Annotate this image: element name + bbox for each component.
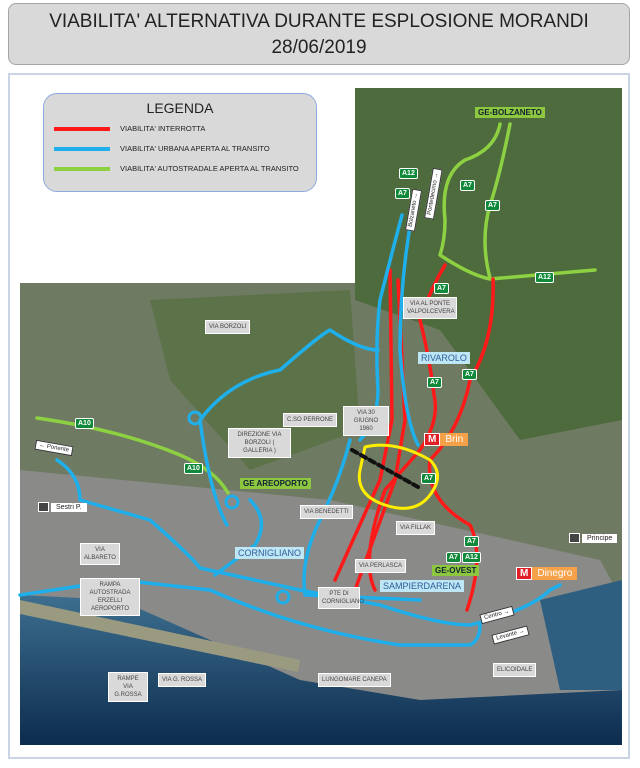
legend-swatch xyxy=(54,166,110,171)
airport-runway xyxy=(20,600,300,672)
metro-station-name: Dinegro xyxy=(532,567,578,580)
label-via-30-giugno: VIA 30 GIUGNO 1960 xyxy=(343,406,389,436)
title-line: VIABILITA' ALTERNATIVA DURANTE ESPLOSION… xyxy=(49,11,589,32)
arrow-right-icon: → xyxy=(516,628,526,637)
urban-route-borzoli xyxy=(198,328,380,527)
label-via-benedetti: VIA BENEDETTI xyxy=(300,505,353,519)
a12-shield: A12 xyxy=(462,552,481,563)
a7-shield: A7 xyxy=(460,180,475,191)
legend-item-urbana: VIABILITA' URBANA APERTA AL TRANSITO xyxy=(54,144,270,153)
legend-label: VIABILITA' INTERROTTA xyxy=(120,124,206,133)
label-cso-perrone: C.SO PERRONE xyxy=(283,413,338,427)
label-rampa-erzelli: RAMPA AUTOSTRADA ERZELLI AEROPORTO xyxy=(80,578,140,616)
explosion-zone-highlight xyxy=(357,443,439,510)
label-lungomare-canepa: LUNGOMARE CANEPA xyxy=(318,673,391,687)
area-cornigliano: CORNIGLIANO xyxy=(235,547,305,559)
roundabout-cornigliano xyxy=(275,589,291,605)
a12-shield: A12 xyxy=(399,168,418,179)
a7-shield: A7 xyxy=(421,473,436,484)
label-pte-cornigliano: PTE DI CORNIGLIANO xyxy=(318,587,364,609)
morandi-bridge-marker xyxy=(350,448,420,489)
urban-route-benedetti xyxy=(302,438,422,602)
exit-ge-bolzaneto: GE-BOLZANETO xyxy=(475,107,545,118)
sea-area-east xyxy=(540,580,622,690)
metro-icon: M xyxy=(424,433,441,446)
station-name: Sestri P. xyxy=(51,502,87,512)
label-elicoidale: ELICOIDALE xyxy=(493,663,537,677)
a7-shield: A7 xyxy=(446,552,461,563)
label-via-albareto: VIA ALBARETO xyxy=(80,543,120,565)
exit-ge-aeroporto: GE AREOPORTO xyxy=(240,478,311,489)
metro-icon: M xyxy=(516,567,533,580)
station-name: Principe xyxy=(582,533,618,543)
a7-shield: A7 xyxy=(462,369,477,380)
legend-swatch xyxy=(54,126,110,131)
a7-shield: A7 xyxy=(395,188,410,199)
station-sestri: Sestri P. xyxy=(38,502,87,512)
legend-label: VIABILITA' URBANA APERTA AL TRANSITO xyxy=(120,144,270,153)
metro-station-name: Brin xyxy=(440,433,469,446)
urban-route-lower xyxy=(18,578,482,647)
urban-route-cornigliano xyxy=(213,498,264,577)
area-rivarolo: RIVAROLO xyxy=(418,352,470,364)
roundabout-aeroporto xyxy=(224,494,240,510)
arrow-up-icon: → xyxy=(432,172,440,181)
roundabout-borzoli xyxy=(187,410,203,426)
label-rampe-grossa: RAMPE VIA G.ROSSA xyxy=(108,672,148,702)
a7-shield: A7 xyxy=(434,283,449,294)
urban-route-valpolcevera-2 xyxy=(398,213,420,447)
label-via-grossa: VIA G. ROSSA xyxy=(158,673,207,687)
map-frame xyxy=(8,73,630,759)
arrow-right-icon: → xyxy=(501,608,511,617)
a7-shield: A7 xyxy=(485,200,500,211)
label-via-fillak: VIA FILLAK xyxy=(396,521,436,535)
label-via-perlasca: VIA PERLASCA xyxy=(355,559,407,573)
a10-shield: A10 xyxy=(75,418,94,429)
closed-road-1 xyxy=(333,268,394,582)
legend-item-autostradale: VIABILITA' AUTOSTRADALE APERTA AL TRANSI… xyxy=(54,164,299,173)
train-icon xyxy=(569,533,580,543)
arrow-up-icon: → xyxy=(412,192,420,202)
train-icon xyxy=(38,502,49,512)
title-date: 28/06/2019 xyxy=(271,37,367,58)
exit-ge-ovest: GE-OVEST xyxy=(432,565,480,576)
legend-heading: LEGENDA xyxy=(146,100,214,116)
a7-shield: A7 xyxy=(464,536,479,547)
a12-shield: A12 xyxy=(535,272,554,283)
legend-label: VIABILITA' AUTOSTRADALE APERTA AL TRANSI… xyxy=(120,164,299,173)
legend-item-interrotta: VIABILITA' INTERROTTA xyxy=(54,124,205,133)
label-direzione-borzoli: DIREZIONE VIA BORZOLI ( GALLERIA ) xyxy=(228,428,291,458)
legend: LEGENDA VIABILITA' INTERROTTA VIABILITA'… xyxy=(43,93,317,192)
label-via-borzoli: VIA BORZOLI xyxy=(205,320,251,334)
a7-route-west xyxy=(438,122,597,281)
map-title: VIABILITA' ALTERNATIVA DURANTE ESPLOSION… xyxy=(8,3,630,65)
label-via-ponte-valpolcevera: VIA AL PONTE VALPOLCEVERA xyxy=(403,297,457,319)
a7-shield: A7 xyxy=(427,377,442,388)
a10-shield: A10 xyxy=(184,463,203,474)
direction-label: Ponente xyxy=(46,443,70,454)
station-principe: Principe xyxy=(569,533,618,543)
area-sampierdarena: SAMPIERDARENA xyxy=(380,580,465,592)
legend-swatch xyxy=(54,146,110,151)
